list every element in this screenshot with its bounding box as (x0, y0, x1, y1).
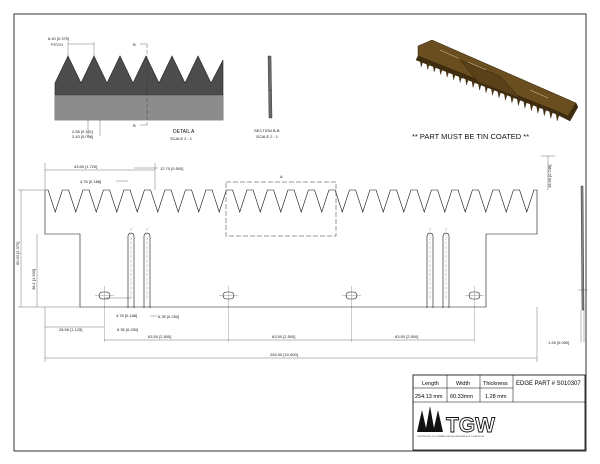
value-length: 254.13 mm (415, 394, 443, 400)
dim-43-69: 43.69 [1.720] (74, 164, 97, 169)
section-bb-scale: SCALE 2 : 1 (256, 134, 279, 139)
iso-tooth (549, 111, 553, 119)
dim-6-35-b: 6.35 [0.250] (158, 314, 179, 319)
iso-tooth (491, 88, 495, 96)
iso-tooth (471, 80, 475, 88)
detail-a-title: DETAIL A (173, 129, 195, 135)
isometric-part-view (415, 39, 579, 122)
dim-38-1: 38.1 [1.500] (31, 269, 36, 290)
dim-63-50-b: 63.50 [2.500] (272, 334, 295, 339)
iso-tooth (523, 100, 527, 109)
header-width: Width (456, 381, 470, 387)
iso-tooth (432, 64, 437, 73)
dim-60-33: 60.33 [2.375] (15, 242, 20, 265)
iso-tooth (484, 85, 488, 93)
header-length: Length (422, 381, 439, 387)
iso-tooth (510, 95, 514, 104)
iso-tooth (458, 75, 463, 83)
detail-a-view: 6.40 [0.370] PITCH B B 2.55 [0.101] 2.43… (48, 36, 224, 141)
iso-tooth (426, 62, 430, 70)
iso-tooth (529, 103, 534, 111)
iso-tooth (439, 67, 443, 75)
logo-text: TGW (446, 414, 495, 437)
detail-a-ref-box (225, 181, 337, 237)
section-bb-profile (267, 55, 273, 119)
iso-tooth (465, 77, 469, 86)
tin-coated-note: ** PART MUST BE TIN COATED ** (412, 132, 529, 141)
iso-tooth (516, 98, 521, 106)
side-view: 1.28 [0.050] (548, 185, 588, 345)
dim-254: 254.00 [10.000] (270, 352, 298, 357)
header-thickness: Thickness (483, 381, 508, 387)
iso-tooth (445, 70, 450, 78)
dim-63-50-a: 63.50 [2.500] (148, 334, 171, 339)
side-profile (580, 185, 585, 311)
logo-tagline: THE PRODUCTS COMPANY WHOSE RESOURCE IS Y… (417, 435, 485, 438)
iso-tooth (497, 90, 501, 98)
iso-tooth (419, 59, 424, 68)
iso-tooth (452, 72, 456, 80)
iso-tooth (555, 113, 560, 122)
dim-12-70: 12.70 [0.500] (160, 166, 183, 171)
value-width: 60.33mm (450, 394, 473, 400)
main-view: A 43.69 [1.720] 4.76 [0.188] 12.70 [0.50… (15, 155, 555, 362)
section-marker-top: B (133, 42, 136, 47)
iso-tooth (478, 82, 482, 91)
iso-tooth (536, 106, 540, 114)
main-part-outline (44, 189, 538, 308)
detail-ref-label: A (280, 174, 283, 179)
section-marker-bottom: B (133, 123, 136, 128)
tgw-logo-icon: TGW (417, 406, 496, 437)
title-block: Length Width Thickness 254.13 mm 60.33mm… (412, 374, 586, 451)
detail-a-body (55, 95, 223, 120)
sheet-border (13, 13, 587, 452)
iso-tooth (542, 108, 547, 116)
dim-28-58: 28.58 [1.125] (59, 327, 82, 332)
dim-19-00: 19.00 [0.748] (547, 165, 552, 188)
iso-tooth (503, 93, 508, 101)
dim-low-2: 2.43 [0.096] (72, 134, 93, 139)
pitch-dim: 6.40 [0.370] (48, 36, 69, 41)
dim-6-35-a: 6.35 [0.250] (117, 327, 138, 332)
detail-a-scale: SCALE 2 : 1 (170, 136, 193, 141)
section-bb-title: SECTION B-B (254, 128, 280, 133)
section-bb-view: SECTION B-B SCALE 2 : 1 (254, 55, 280, 139)
pitch-label: PITCH (51, 42, 63, 47)
dim-4-76-top: 4.76 [0.188] (80, 179, 101, 184)
dim-4-76-hole: 4.76 [0.188] (116, 313, 137, 318)
part-number: EDGE PART # S010307 (516, 381, 581, 387)
dim-low-1: 2.55 [0.101] (72, 129, 93, 134)
value-thickness: 1.28 mm (485, 394, 507, 400)
dim-1-28: 1.28 [0.050] (548, 340, 569, 345)
dim-63-50-c: 63.50 [2.500] (395, 334, 418, 339)
